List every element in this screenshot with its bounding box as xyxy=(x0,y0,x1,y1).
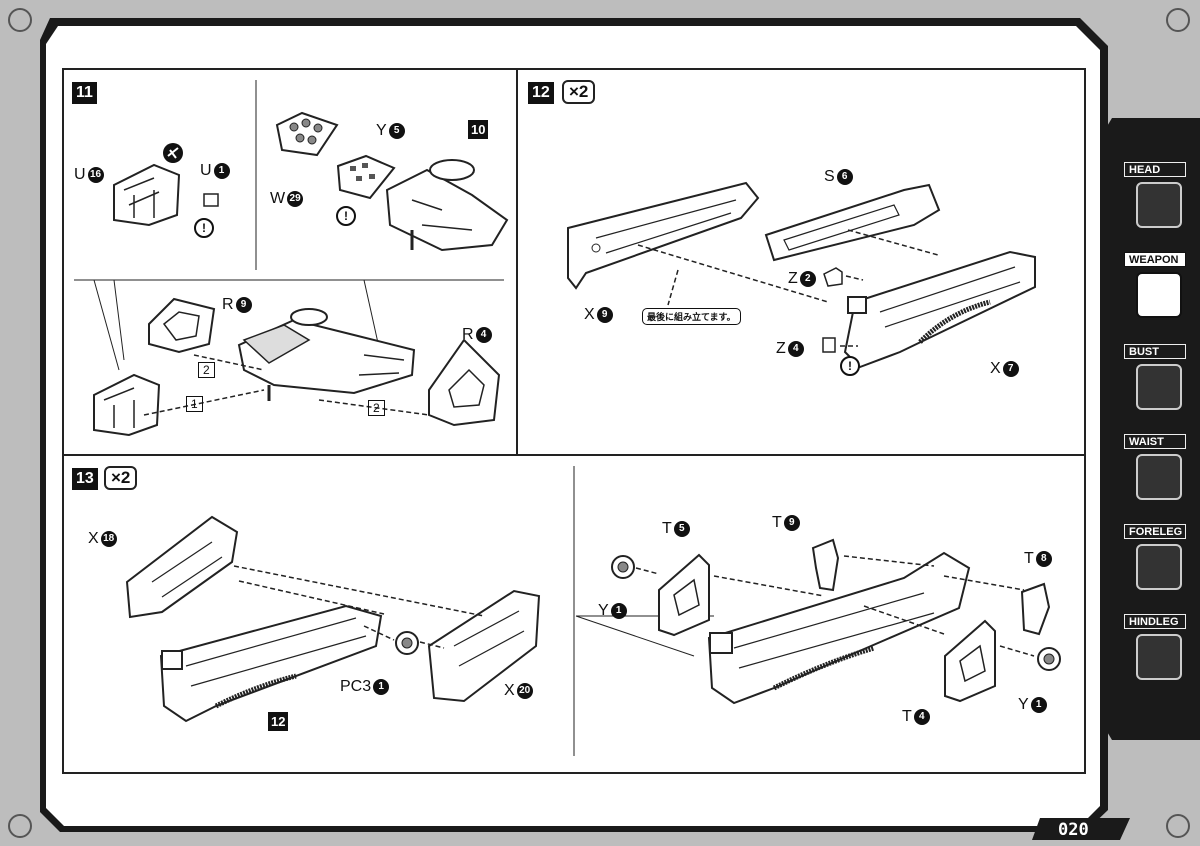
step-number: 11 xyxy=(72,82,97,104)
hindleg-icon xyxy=(1136,634,1182,680)
small-part-z4 xyxy=(822,337,836,353)
frame-part-x20 xyxy=(427,589,541,703)
order-mark: 2 xyxy=(198,362,215,378)
frame-part-s6 xyxy=(764,183,941,262)
assembly-note: 最後に組み立てます。 xyxy=(642,308,741,325)
cannon-assembly-12 xyxy=(159,604,383,723)
missile-pod-w29 xyxy=(275,111,339,157)
sidebar-item-label: WAIST xyxy=(1124,434,1186,449)
cutter-icon xyxy=(163,143,183,163)
frame-part-x18 xyxy=(125,515,239,619)
weapon-base-assembly xyxy=(385,159,509,252)
armor-part-u16 xyxy=(113,163,181,227)
caution-icon: ! xyxy=(194,218,214,238)
trigger-part-t9 xyxy=(811,538,840,592)
sidebar-item-foreleg[interactable]: FORELEG xyxy=(1124,524,1192,600)
caution-icon: ! xyxy=(840,356,860,376)
assembly-arrows xyxy=(637,229,939,347)
step-number: 13 xyxy=(72,468,98,490)
sidebar-item-head[interactable]: HEAD xyxy=(1124,162,1192,238)
cap-part-y1-right xyxy=(1037,647,1061,671)
step-number: 12 xyxy=(528,82,554,104)
frame-part-x9 xyxy=(567,181,760,290)
step-reference: 10 xyxy=(468,120,489,139)
panel-dividers xyxy=(74,80,504,371)
trigger-part-t8 xyxy=(1020,582,1051,636)
bracket-part-u1 xyxy=(203,193,219,207)
sidebar-item-bust[interactable]: BUST xyxy=(1124,344,1192,420)
sidebar-item-label: WEAPON xyxy=(1124,252,1186,267)
waist-icon xyxy=(1136,454,1182,500)
armor-part-r4 xyxy=(428,338,501,427)
sidebar-item-waist[interactable]: WAIST xyxy=(1124,434,1192,510)
sidebar-item-label: FORELEG xyxy=(1124,524,1186,539)
sidebar-item-label: BUST xyxy=(1124,344,1186,359)
order-mark: 1 xyxy=(186,396,203,412)
plate-part-t4 xyxy=(944,619,996,703)
sidebar-item-label: HINDLEG xyxy=(1124,614,1186,629)
page-number: 020 xyxy=(1058,820,1089,840)
plate-part-y5 xyxy=(336,154,396,200)
quantity-multiplier: ×2 xyxy=(562,80,596,104)
armor-part-u16-side xyxy=(93,373,161,437)
assembly-arrows xyxy=(635,555,1035,657)
head-icon xyxy=(1136,182,1182,228)
cap-part-pc3 xyxy=(395,631,419,655)
bust-icon xyxy=(1136,364,1182,410)
cannon-assembly-complete xyxy=(707,551,971,705)
assembly-arrows xyxy=(233,565,485,649)
order-mark: 2 xyxy=(368,400,385,416)
cap-part-y1-left xyxy=(611,555,635,579)
caution-icon: ! xyxy=(336,206,356,226)
weapon-icon xyxy=(1136,272,1182,318)
cannon-part-x7 xyxy=(843,250,1036,369)
foreleg-icon xyxy=(1136,544,1182,590)
quantity-multiplier: ×2 xyxy=(104,466,138,490)
sidebar-item-label: HEAD xyxy=(1124,162,1186,177)
armor-part-r9 xyxy=(148,297,216,354)
small-part-z2 xyxy=(823,267,843,287)
weapon-base-with-pod xyxy=(237,308,416,401)
assembly-arrows xyxy=(143,354,430,416)
step-reference: 12 xyxy=(268,712,289,731)
sidebar-item-weapon[interactable]: WEAPON xyxy=(1124,252,1192,328)
plate-part-t5 xyxy=(658,553,710,637)
sidebar-item-hindleg[interactable]: HINDLEG xyxy=(1124,614,1192,690)
